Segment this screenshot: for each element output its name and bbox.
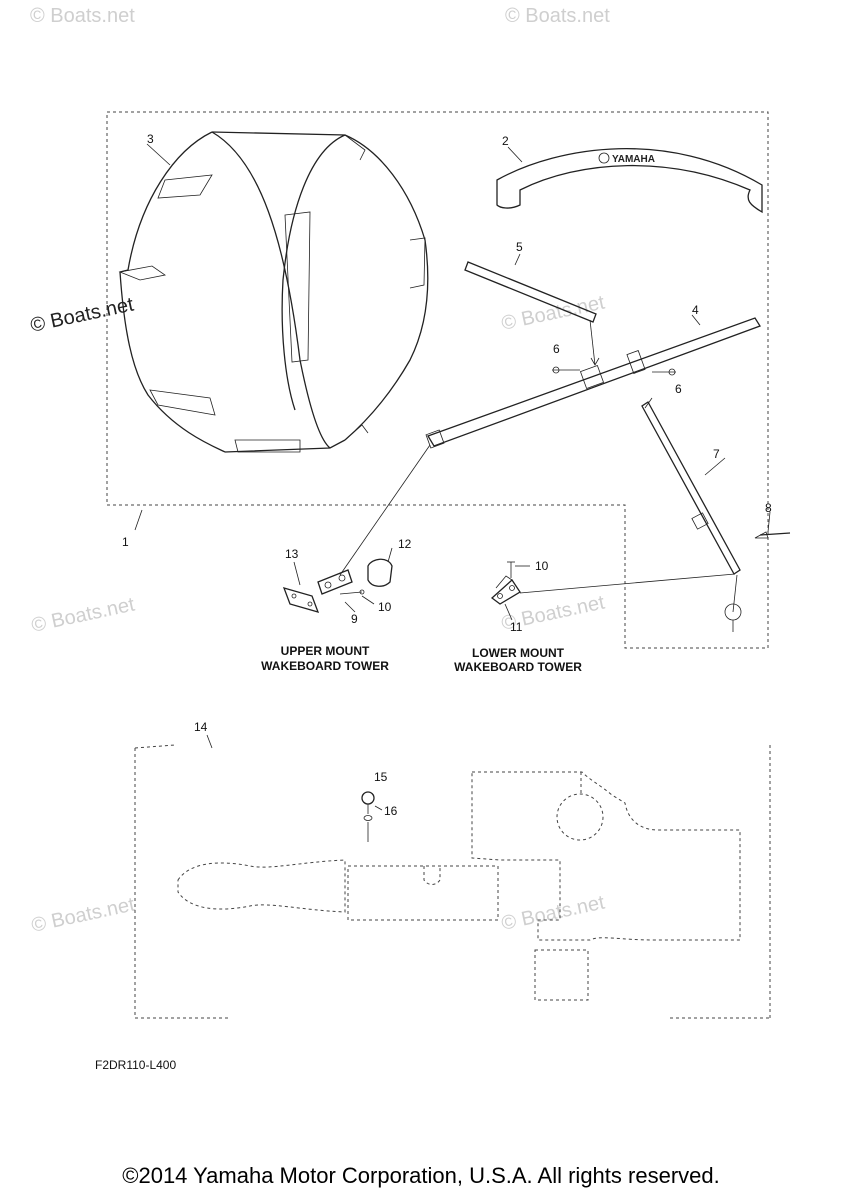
mat-fastener xyxy=(361,791,375,842)
leader-line xyxy=(691,314,701,326)
leader-line xyxy=(293,561,301,586)
pin xyxy=(754,531,791,539)
watermark: © Boats.net xyxy=(28,293,136,336)
bimini-canopy xyxy=(118,131,429,453)
lower-mount-caption: LOWER MOUNT xyxy=(472,646,565,660)
watermark: © Boats.net xyxy=(29,893,137,936)
callout-8: 8 xyxy=(765,501,772,515)
bimini-boot: YAMAHA xyxy=(496,148,763,214)
support-leg xyxy=(641,397,742,632)
lower-mount-bracket xyxy=(490,575,521,605)
callout-6: 6 xyxy=(675,382,682,396)
callout-14: 14 xyxy=(194,720,208,734)
callout-15: 15 xyxy=(374,770,388,784)
callout-10: 10 xyxy=(378,600,392,614)
leader-line xyxy=(344,601,356,613)
callout-10: 10 xyxy=(535,559,549,573)
leader-line xyxy=(514,253,521,266)
callout-3: 3 xyxy=(147,132,154,146)
watermark: © Boats.net xyxy=(505,5,610,27)
leader-line xyxy=(374,805,383,811)
leader-line xyxy=(146,143,171,166)
upper-mount-caption: UPPER MOUNT xyxy=(281,644,370,658)
callout-12: 12 xyxy=(398,537,412,551)
upper-mount-bracket xyxy=(282,569,353,613)
callout-1: 1 xyxy=(122,535,129,549)
lower-mount-screw xyxy=(507,561,515,578)
leader-line xyxy=(134,509,143,531)
yamaha-logo: YAMAHA xyxy=(612,154,655,165)
leader-line xyxy=(387,547,393,563)
leader-line xyxy=(519,573,736,594)
upper-mount-screw xyxy=(339,589,365,595)
bolt xyxy=(652,368,676,376)
leader-line xyxy=(507,146,523,163)
bolt xyxy=(552,366,580,374)
leader-line xyxy=(767,511,771,533)
upper-mount-caption: WAKEBOARD TOWER xyxy=(261,659,389,673)
short-tube xyxy=(464,261,600,366)
callout-11: 11 xyxy=(510,620,523,634)
kit-boundary xyxy=(106,111,769,649)
lower-mount-caption: WAKEBOARD TOWER xyxy=(454,660,582,674)
mat-kit-boundary xyxy=(134,744,771,1019)
leader-line xyxy=(361,595,375,605)
watermark: © Boats.net xyxy=(499,891,607,934)
watermark: © Boats.net xyxy=(30,5,135,27)
leader-line xyxy=(704,457,726,476)
leader-line xyxy=(206,734,213,749)
callout-16: 16 xyxy=(384,804,398,818)
upper-mount-cap xyxy=(367,558,393,587)
leader-line xyxy=(504,603,513,621)
callout-4: 4 xyxy=(692,303,699,317)
callout-9: 9 xyxy=(351,612,358,626)
callout-13: 13 xyxy=(285,547,299,561)
callout-7: 7 xyxy=(713,447,720,461)
watermark: © Boats.net xyxy=(29,593,137,636)
leader-line xyxy=(339,444,431,576)
main-frame-bar xyxy=(425,317,761,449)
callout-2: 2 xyxy=(502,134,509,148)
floor-mats xyxy=(177,771,741,1001)
copyright-notice: ©2014 Yamaha Motor Corporation, U.S.A. A… xyxy=(122,1163,720,1188)
diagram-code: F2DR110-L400 xyxy=(95,1058,176,1072)
callout-6: 6 xyxy=(553,342,560,356)
callout-5: 5 xyxy=(516,240,523,254)
